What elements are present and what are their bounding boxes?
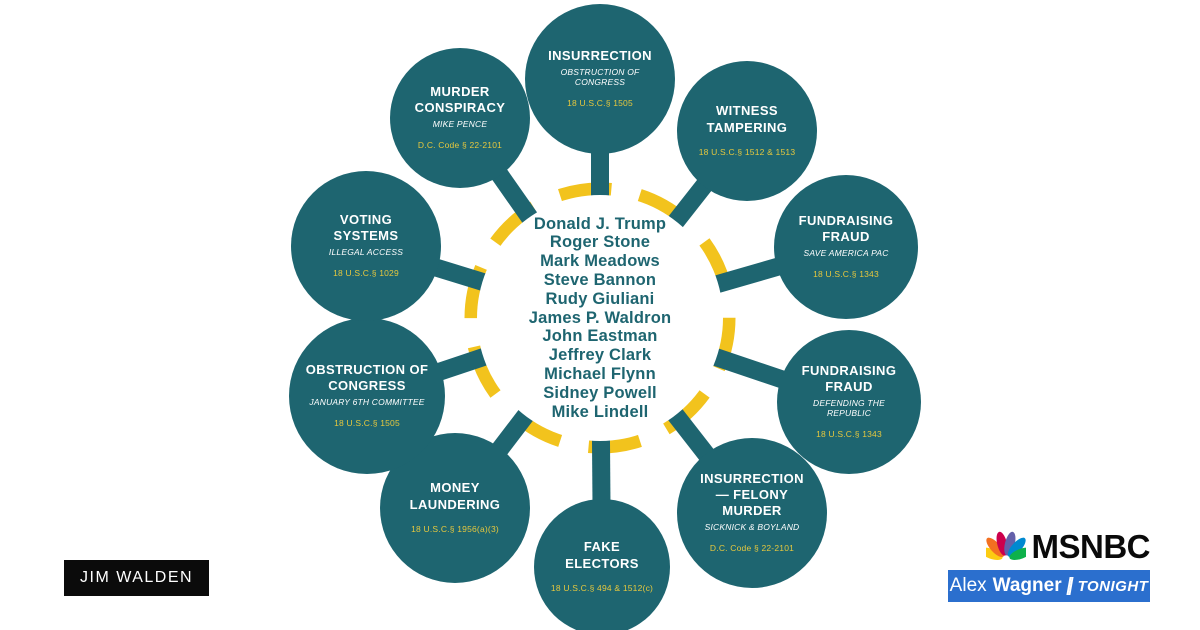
node-fundraising-fraud-save-america-pac: FUNDRAISING FRAUD SAVE AMERICA PAC 18 U.… (774, 175, 918, 319)
node-insurrection-felony-murder: INSURRECTION — FELONY MURDER SICKNICK & … (677, 438, 827, 588)
hub-names-list: Donald J. Trump Roger Stone Mark Meadows… (478, 206, 722, 430)
node-title: VOTING SYSTEMS (333, 211, 399, 244)
show-title-last: Wagner (992, 575, 1062, 596)
node-statute: D.C. Code § 22-2101 (709, 543, 795, 554)
node-statute: 18 U.S.C.§ 1505 (334, 418, 400, 429)
node-title: OBSTRUCTION OF CONGRESS (305, 361, 429, 394)
hub-name: Mark Meadows (540, 252, 660, 271)
show-title-separator-icon (1066, 577, 1074, 595)
network-logo-row: MSNBC (948, 528, 1150, 566)
node-fundraising-fraud-defending-the-republic: FUNDRAISING FRAUD DEFENDING THE REPUBLIC… (777, 330, 921, 474)
node-murder-conspiracy: MURDER CONSPIRACY MIKE PENCE D.C. Code §… (390, 48, 530, 188)
hub-name: Sidney Powell (543, 383, 657, 402)
node-subtitle: ILLEGAL ACCESS (328, 247, 404, 258)
node-statute: 18 U.S.C.§ 494 & 1512(c) (550, 582, 654, 593)
peacock-icon (985, 531, 1026, 560)
hub-name: Jeffrey Clark (548, 346, 652, 365)
node-title: FUNDRAISING FRAUD (801, 362, 897, 395)
node-obstruction-of-congress: OBSTRUCTION OF CONGRESS JANUARY 6TH COMM… (289, 318, 445, 474)
show-title-first: Alex (949, 575, 987, 596)
node-title: FUNDRAISING FRAUD (798, 212, 894, 245)
node-title: MONEY LAUNDERING (409, 480, 501, 512)
speaker-chyron: JIM WALDEN (64, 560, 210, 596)
node-title: INSURRECTION — FELONY MURDER (700, 470, 804, 519)
hub-name: Michael Flynn (544, 364, 656, 383)
hub-name: Roger Stone (549, 233, 651, 252)
node-insurrection: INSURRECTION OBSTRUCTION OF CONGRESS 18 … (525, 4, 675, 154)
node-fake-electors: FAKE ELECTORS 18 U.S.C.§ 494 & 1512(c) (534, 499, 670, 630)
hub-name: Steve Bannon (543, 271, 657, 289)
node-statute: 18 U.S.C.§ 1956(a)(3) (411, 523, 499, 534)
hub-name: James P. Waldron (528, 308, 672, 327)
node-statute: 18 U.S.C.§ 1343 (816, 429, 882, 440)
node-subtitle: MIKE PENCE (432, 119, 488, 130)
node-subtitle: DEFENDING THE REPUBLIC (812, 398, 886, 419)
hub-name: Mike Lindell (551, 402, 649, 421)
node-statute: 18 U.S.C.§ 1512 & 1513 (698, 146, 796, 157)
node-witness-tampering: WITNESS TAMPERING 18 U.S.C.§ 1512 & 1513 (677, 61, 817, 201)
node-title: WITNESS TAMPERING (706, 103, 788, 135)
hub-name: Donald J. Trump (533, 214, 667, 233)
node-title: MURDER CONSPIRACY (414, 83, 506, 116)
hub-name: Rudy Giuliani (545, 289, 655, 308)
node-title: INSURRECTION (548, 47, 652, 63)
node-statute: 18 U.S.C.§ 1029 (333, 268, 399, 279)
node-subtitle: JANUARY 6TH COMMITTEE (309, 397, 425, 408)
node-voting-systems: VOTING SYSTEMS ILLEGAL ACCESS 18 U.S.C.§… (291, 171, 441, 321)
show-title-suffix: TONIGHT (1077, 577, 1149, 595)
hub-name: John Eastman (542, 327, 658, 346)
node-subtitle: SAVE AMERICA PAC (803, 248, 889, 259)
node-title: FAKE ELECTORS (565, 539, 639, 571)
node-subtitle: SICKNICK & BOYLAND (704, 522, 800, 533)
node-subtitle: OBSTRUCTION OF CONGRESS (560, 67, 640, 88)
node-statute: D.C. Code § 22-2101 (417, 140, 503, 151)
hub-disc (477, 195, 723, 441)
node-statute: 18 U.S.C.§ 1343 (813, 269, 879, 280)
node-statute: 18 U.S.C.§ 1505 (567, 98, 633, 109)
network-wordmark: MSNBC (1031, 528, 1151, 565)
